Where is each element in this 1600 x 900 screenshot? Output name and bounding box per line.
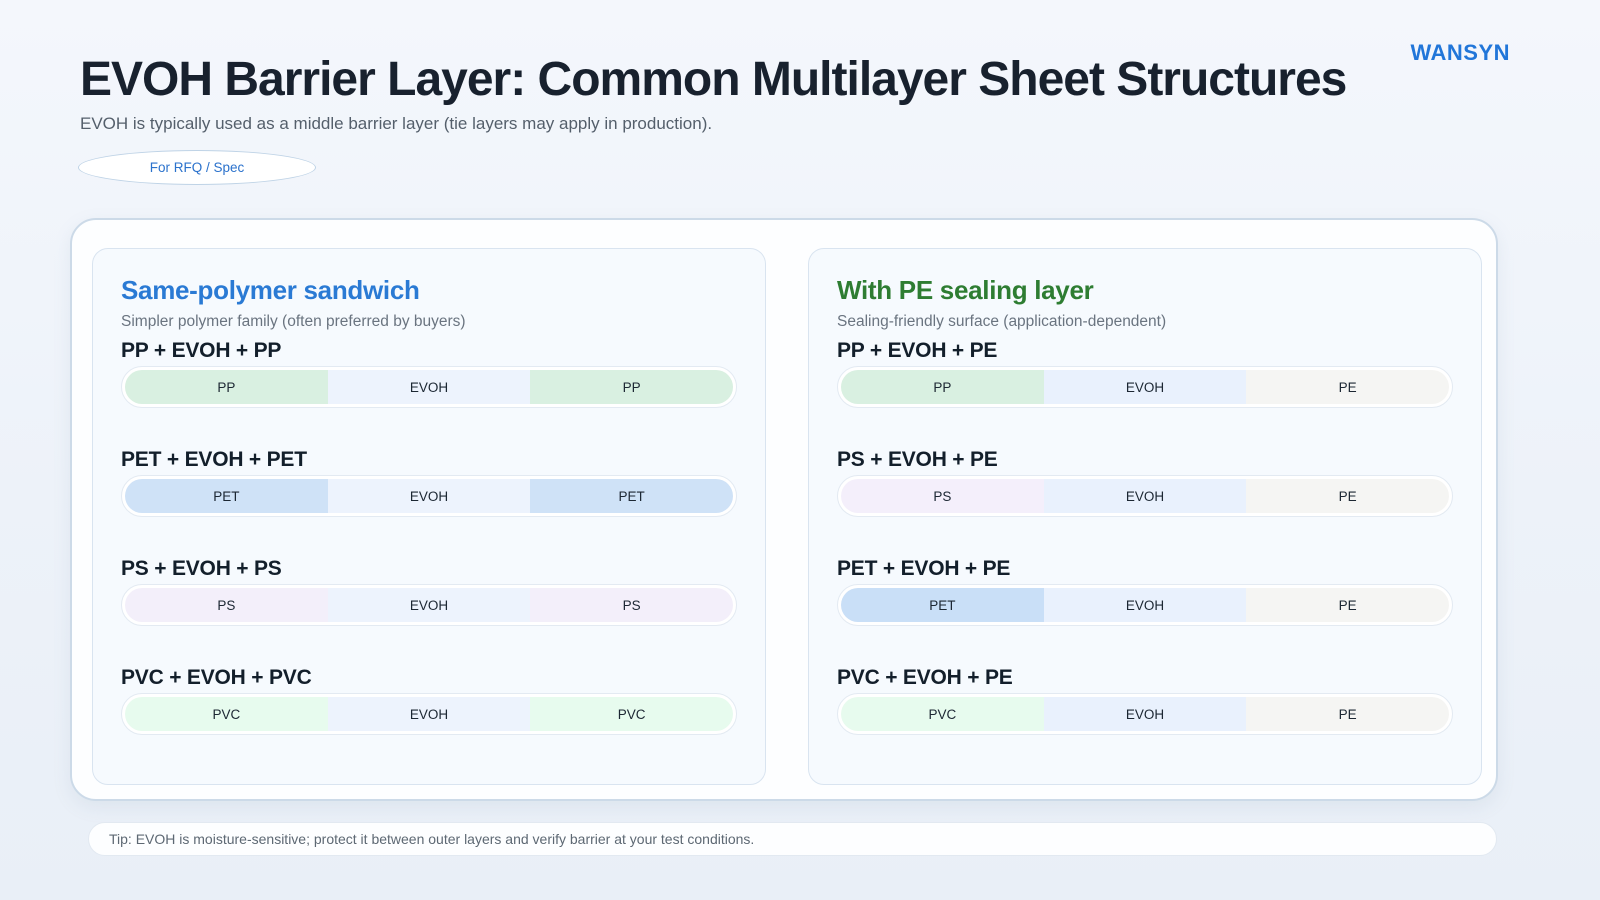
structure-pvc-evoh-pe: PVC + EVOH + PE PVC EVOH PE xyxy=(837,667,1453,735)
layer-segment: PS xyxy=(125,588,328,622)
structure-title: PP + EVOH + PE xyxy=(837,339,998,362)
rfq-spec-badge[interactable]: For RFQ / Spec xyxy=(78,150,316,185)
structure-title: PET + EVOH + PET xyxy=(121,448,307,471)
layer-segment: PET xyxy=(125,479,328,513)
structure-title: PVC + EVOH + PVC xyxy=(121,666,312,689)
structure-ps-evoh-pe: PS + EVOH + PE PS EVOH PE xyxy=(837,449,1453,517)
structure-pet-evoh-pe: PET + EVOH + PE PET EVOH PE xyxy=(837,558,1453,626)
tip-bar: Tip: EVOH is moisture-sensitive; protect… xyxy=(88,822,1497,856)
structure-title: PP + EVOH + PP xyxy=(121,339,282,362)
layer-segment: EVOH xyxy=(327,588,531,622)
layer-segment: EVOH xyxy=(1043,370,1247,404)
page-title: EVOH Barrier Layer: Common Multilayer Sh… xyxy=(80,53,1347,106)
layer-segment: PE xyxy=(1246,697,1449,731)
panel-subtitle: Sealing-friendly surface (application-de… xyxy=(837,313,1167,330)
layer-segment: PS xyxy=(841,479,1044,513)
structure-ps-evoh-ps: PS + EVOH + PS PS EVOH PS xyxy=(121,558,737,626)
layer-segment: PE xyxy=(1246,479,1449,513)
layer-bar: PP EVOH PE xyxy=(837,366,1453,408)
layer-segment: PS xyxy=(530,588,733,622)
layer-segment: PVC xyxy=(125,697,328,731)
structure-pp-evoh-pp: PP + EVOH + PP PP EVOH PP xyxy=(121,340,737,408)
layer-segment: PET xyxy=(530,479,733,513)
structure-pet-evoh-pet: PET + EVOH + PET PET EVOH PET xyxy=(121,449,737,517)
layer-segment: PP xyxy=(841,370,1044,404)
layer-segment: PP xyxy=(530,370,733,404)
layer-bar: PET EVOH PET xyxy=(121,475,737,517)
panel-same-polymer: Same-polymer sandwich Simpler polymer fa… xyxy=(92,248,766,785)
structure-title: PS + EVOH + PS xyxy=(121,557,282,580)
panel-title: With PE sealing layer xyxy=(837,275,1094,305)
page-subtitle: EVOH is typically used as a middle barri… xyxy=(80,114,713,133)
layer-segment: EVOH xyxy=(327,697,531,731)
structure-title: PVC + EVOH + PE xyxy=(837,666,1013,689)
layer-bar: PVC EVOH PVC xyxy=(121,693,737,735)
structure-title: PET + EVOH + PE xyxy=(837,557,1011,580)
layer-segment: EVOH xyxy=(1043,697,1247,731)
panel-subtitle: Simpler polymer family (often preferred … xyxy=(121,313,466,330)
layer-bar: PET EVOH PE xyxy=(837,584,1453,626)
layer-bar: PS EVOH PE xyxy=(837,475,1453,517)
layer-segment: PVC xyxy=(841,697,1044,731)
structure-pp-evoh-pe: PP + EVOH + PE PP EVOH PE xyxy=(837,340,1453,408)
structure-pvc-evoh-pvc: PVC + EVOH + PVC PVC EVOH PVC xyxy=(121,667,737,735)
structure-title: PS + EVOH + PE xyxy=(837,448,998,471)
layer-segment: PP xyxy=(125,370,328,404)
layer-segment: EVOH xyxy=(327,370,531,404)
layer-segment: PE xyxy=(1246,370,1449,404)
brand-logo: WANSYN xyxy=(1410,40,1510,65)
panel-title: Same-polymer sandwich xyxy=(121,275,420,305)
layer-bar: PVC EVOH PE xyxy=(837,693,1453,735)
layer-segment: PVC xyxy=(530,697,733,731)
layer-segment: PE xyxy=(1246,588,1449,622)
panel-pe-sealing: With PE sealing layer Sealing-friendly s… xyxy=(808,248,1482,785)
layer-segment: EVOH xyxy=(1043,479,1247,513)
layer-bar: PP EVOH PP xyxy=(121,366,737,408)
layer-segment: EVOH xyxy=(1043,588,1247,622)
layer-bar: PS EVOH PS xyxy=(121,584,737,626)
layer-segment: PET xyxy=(841,588,1044,622)
layer-segment: EVOH xyxy=(327,479,531,513)
structures-board: Same-polymer sandwich Simpler polymer fa… xyxy=(70,218,1498,801)
